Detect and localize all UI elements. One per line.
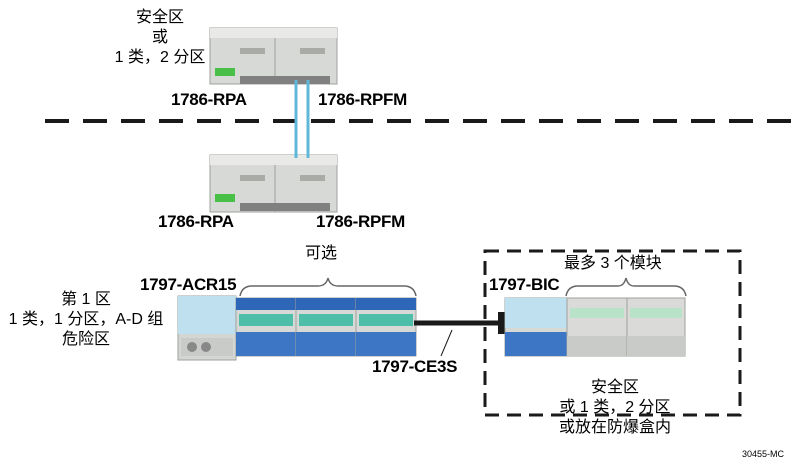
io-module-2: [295, 297, 357, 357]
hazardous-zone-line3: 危险区: [61, 331, 110, 348]
top-rpa-rpfm-modules: [209, 27, 338, 85]
top-zone-line1: 安全区: [135, 9, 184, 26]
rpa-bottom-label: 1786-RPA: [158, 212, 234, 231]
safe-module-2: [626, 297, 686, 357]
rpfm-bottom-label: 1786-RPFM: [316, 212, 405, 231]
hazardous-zone-line2: 1 类，1 分区，A-D 组: [8, 311, 164, 328]
top-zone-line2: 或: [151, 29, 168, 46]
hazardous-zone-label: 第 1 区 1 类，1 分区，A-D 组 危险区: [2, 290, 170, 350]
ce3s-leader: [440, 329, 453, 357]
max-modules-label: 最多 3 个模块: [564, 255, 662, 272]
safe-box-line2: 或 1 类，2 分区: [559, 399, 671, 416]
bic-module: [504, 297, 568, 357]
rpa-top-label: 1786-RPA: [171, 90, 247, 109]
safe-module-1: [566, 297, 628, 357]
safe-box-zone-label: 安全区 或 1 类，2 分区 或放在防爆盒内: [530, 378, 700, 438]
acr15-label: 1797-ACR15: [140, 275, 237, 294]
safe-box-line3: 或放在防爆盒内: [558, 419, 671, 436]
safe-box-line1: 安全区: [590, 379, 639, 396]
ce3s-connector: [498, 312, 505, 334]
bottom-rpa-rpfm-modules: [209, 154, 338, 213]
rpfm-top-label: 1786-RPFM: [318, 90, 407, 109]
figure-id: 30455-MC: [742, 449, 785, 459]
top-zone-line3: 1 类，2 分区: [114, 49, 206, 66]
top-zone-label: 安全区 或 1 类，2 分区: [95, 8, 225, 68]
safe-area-box: [483, 249, 742, 417]
optional-label: 可选: [305, 245, 338, 262]
io-module-3: [355, 297, 417, 357]
ce3s-label: 1797-CE3S: [372, 357, 458, 376]
hazardous-zone-line1: 第 1 区: [61, 291, 111, 308]
io-module-1: [235, 297, 297, 357]
optional-bracket: [239, 277, 417, 297]
max-modules-bracket: [565, 277, 687, 297]
bic-label: 1797-BIC: [489, 275, 560, 294]
acr15-adapter: [177, 295, 237, 361]
